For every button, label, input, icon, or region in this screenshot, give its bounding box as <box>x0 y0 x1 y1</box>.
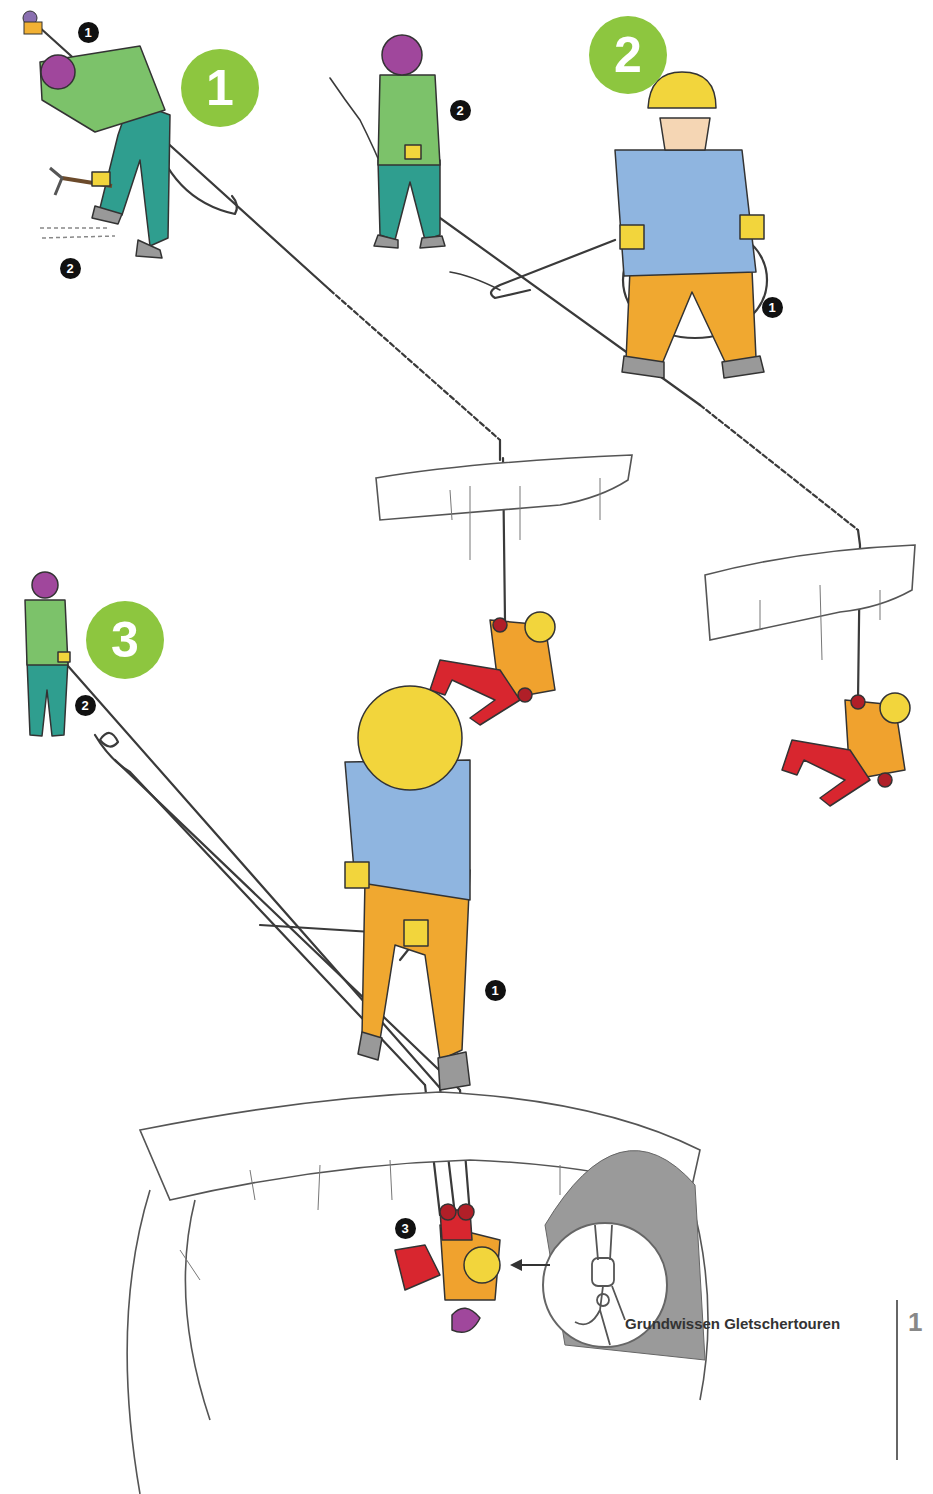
fallen-climber <box>782 693 910 806</box>
callout-number-text: 1 <box>768 301 775 314</box>
callout-number-text: 3 <box>401 1222 408 1235</box>
crevasse-lip <box>376 455 632 520</box>
callout-number-text: 2 <box>456 104 463 117</box>
step-number-disc <box>86 601 164 679</box>
pulley-detail <box>575 1225 625 1345</box>
snow-trench <box>40 228 115 238</box>
rescuer <box>615 72 764 378</box>
callout-number: 3 <box>395 1218 416 1239</box>
ice-crack <box>450 478 600 560</box>
belayer-standing <box>25 572 70 736</box>
callout-number: 1 <box>78 22 99 43</box>
callout-number-disc <box>485 980 506 1001</box>
crevasse-lip <box>705 545 915 640</box>
step-number-text: 3 <box>111 615 139 665</box>
footer-rule <box>896 1300 898 1460</box>
rope <box>491 240 615 298</box>
callout-number: 2 <box>450 100 471 121</box>
callout-number-disc <box>60 258 81 279</box>
fallen-climber <box>395 1204 500 1332</box>
callout-number-disc <box>75 695 96 716</box>
callout-number-text: 1 <box>491 984 498 997</box>
ice-crack <box>760 585 880 660</box>
callout-number-disc <box>78 22 99 43</box>
callout-number: 2 <box>60 258 81 279</box>
belayer-standing <box>374 35 445 248</box>
rope-loop <box>100 733 118 747</box>
crevasse-wall <box>127 1190 708 1494</box>
rope <box>330 78 385 175</box>
climber-small <box>23 11 42 34</box>
pointer-arrow-head <box>510 1259 522 1271</box>
callout-number: 1 <box>762 297 783 318</box>
rope <box>330 290 500 440</box>
step-number-disc <box>589 16 667 94</box>
page-number: 1 <box>908 1308 922 1337</box>
callout-number-disc <box>762 297 783 318</box>
rope <box>450 272 500 290</box>
step-number: 1 <box>181 49 259 127</box>
step-number: 3 <box>86 601 164 679</box>
callout-number-text: 2 <box>81 699 88 712</box>
rope <box>38 26 330 290</box>
step-number: 2 <box>589 16 667 94</box>
rope <box>700 405 858 530</box>
step-number-disc <box>181 49 259 127</box>
rescuer-top-view <box>345 686 470 1090</box>
step-number-text: 2 <box>614 30 642 80</box>
callout-number: 1 <box>485 980 506 1001</box>
callout-number-text: 1 <box>84 26 91 39</box>
callout-number-disc <box>450 100 471 121</box>
belayer-bending <box>40 46 170 258</box>
callout-number-text: 2 <box>66 262 73 275</box>
step-number-text: 1 <box>206 63 234 113</box>
footer-title: Grundwissen Gletschertouren <box>625 1316 840 1333</box>
callout-number-disc <box>395 1218 416 1239</box>
callout-number: 2 <box>75 695 96 716</box>
